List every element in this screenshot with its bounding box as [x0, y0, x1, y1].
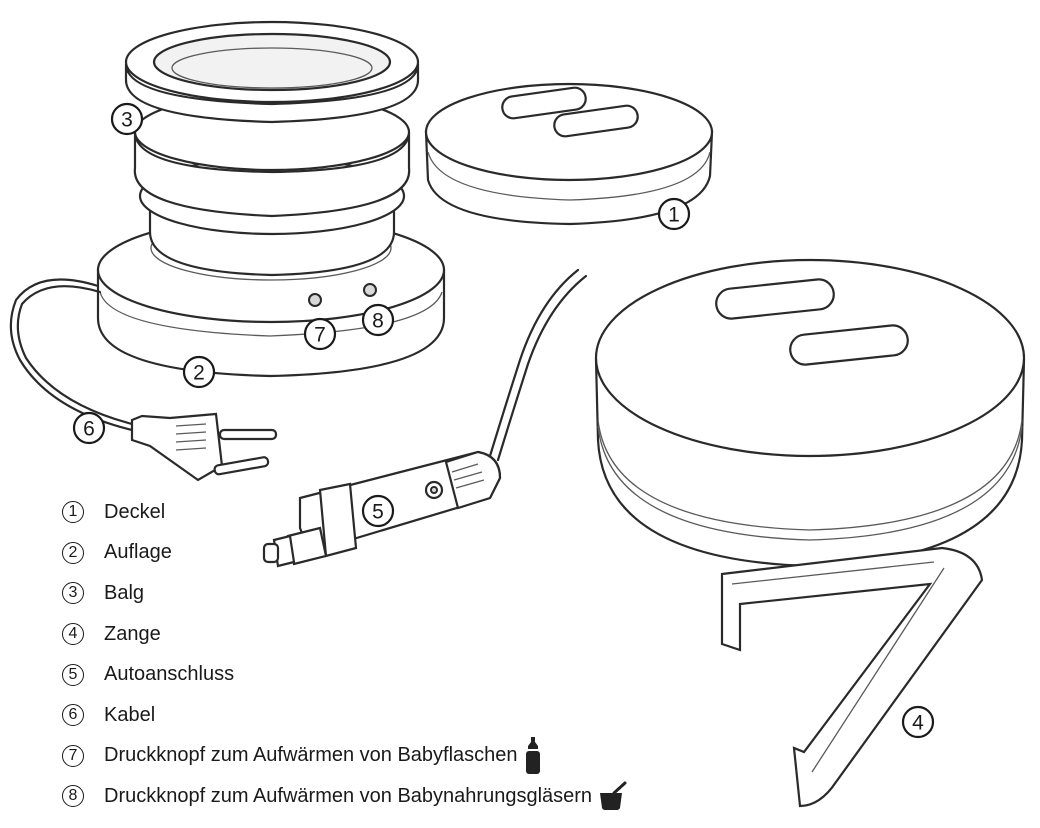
- legend-label: Balg: [104, 581, 145, 604]
- legend-number: 7: [62, 744, 84, 767]
- svg-text:5: 5: [372, 501, 384, 524]
- svg-text:8: 8: [372, 310, 384, 333]
- callout-7: 7: [303, 317, 337, 351]
- legend-number: 6: [62, 704, 84, 727]
- legend-number: 4: [62, 623, 84, 646]
- legend-item-6: 6 Kabel: [62, 695, 782, 736]
- legend-number: 5: [62, 663, 84, 686]
- legend-item-4: 4 Zange: [62, 614, 782, 655]
- callout-3: 3: [110, 102, 144, 136]
- legend-number: 1: [62, 501, 84, 524]
- legend-label: Zange: [104, 622, 161, 645]
- legend-item-7: 7 Druckknopf zum Aufwärmen von Babyflasc…: [62, 736, 782, 777]
- large-lid: [594, 258, 1026, 568]
- legend: 1 Deckel 2 Auflage 3 Balg 4 Zange 5 Auto…: [62, 492, 782, 817]
- svg-text:1: 1: [668, 204, 680, 227]
- svg-text:6: 6: [83, 418, 95, 441]
- legend-label: Druckknopf zum Aufwärmen von Babyflasche…: [104, 744, 518, 767]
- svg-text:7: 7: [314, 324, 326, 347]
- legend-number: 2: [62, 541, 84, 564]
- baby-bottle-icon: [525, 736, 540, 774]
- legend-number: 8: [62, 785, 84, 808]
- legend-item-8: 8 Druckknopf zum Aufwärmen von Babynahru…: [62, 776, 782, 817]
- svg-text:3: 3: [121, 109, 133, 132]
- baby-food-jar-icon: [600, 781, 627, 811]
- legend-label: Auflage: [104, 541, 172, 564]
- legend-label: Kabel: [104, 703, 156, 726]
- small-lid: [424, 82, 714, 226]
- car-adapter: [262, 268, 588, 568]
- svg-text:2: 2: [193, 362, 205, 385]
- callout-5: 5: [361, 494, 395, 528]
- bottle-button: [308, 293, 322, 307]
- callout-8: 8: [361, 303, 395, 337]
- legend-item-3: 3 Balg: [62, 573, 782, 614]
- callout-6: 6: [72, 411, 106, 445]
- jar-button: [363, 283, 377, 297]
- svg-text:4: 4: [912, 712, 924, 735]
- legend-item-1: 1 Deckel: [62, 492, 782, 533]
- clamp: [720, 546, 984, 808]
- bellows: [124, 20, 420, 277]
- callout-1: 1: [657, 197, 691, 231]
- legend-label: Autoanschluss: [104, 663, 235, 686]
- legend-item-2: 2 Auflage: [62, 533, 782, 574]
- callout-4: 4: [901, 705, 935, 739]
- legend-label: Druckknopf zum Aufwärmen von Babynahrung…: [104, 784, 593, 807]
- cable: [9, 278, 134, 432]
- callout-2: 2: [182, 355, 216, 389]
- legend-label: Deckel: [104, 500, 166, 523]
- legend-item-5: 5 Autoanschluss: [62, 654, 782, 695]
- legend-number: 3: [62, 582, 84, 605]
- power-plug: [130, 412, 278, 482]
